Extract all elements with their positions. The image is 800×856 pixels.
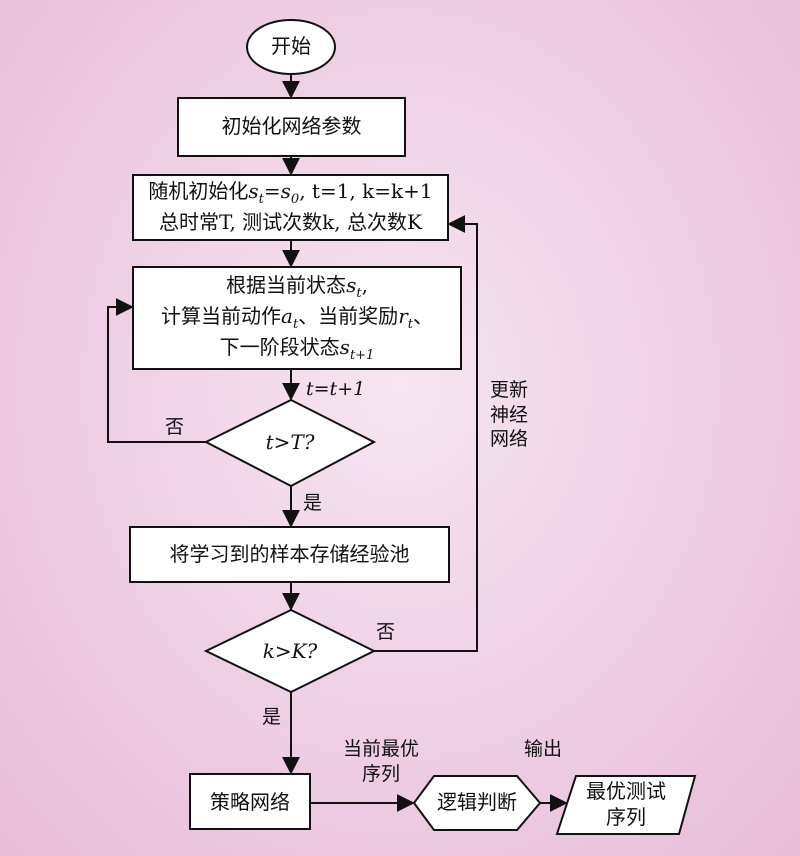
- output-sequence-label: 最优测试 序列: [586, 779, 666, 829]
- policy-network-label: 策略网络: [210, 790, 290, 814]
- init-params-label: 初始化网络参数: [221, 114, 362, 138]
- no-label-k: 否: [376, 621, 396, 643]
- no-label-t: 否: [165, 416, 185, 438]
- arrow-loop-no-t: [107, 298, 206, 443]
- t-increment-label: t=t+1: [306, 378, 366, 400]
- policy-network-box: [189, 773, 311, 830]
- start-label: 开始: [271, 34, 311, 58]
- arrow-loop-no-k: [374, 215, 478, 652]
- update-network-label: 更新 神经 网络: [490, 379, 529, 451]
- init-params-box: [177, 97, 406, 157]
- decision-k-label: k>K?: [262, 639, 318, 663]
- output-label: 输出: [524, 738, 563, 760]
- compute-box: [132, 266, 462, 370]
- random-init-label: 随机初始化st=s0, t=1, k=k+1 总时常T, 测试次数k, 总次数K: [148, 179, 433, 234]
- yes-label-t: 是: [303, 492, 323, 514]
- compute-label: 根据当前状态st, 计算当前动作at、当前奖励rt、 下一阶段状态st+1: [161, 273, 433, 363]
- store-label: 将学习到的样本存储经验池: [169, 542, 410, 566]
- current-best-label: 当前最优 序列: [342, 738, 419, 785]
- logic-label: 逻辑判断: [437, 790, 517, 814]
- output-parallelogram: [555, 775, 697, 835]
- yes-label-k: 是: [262, 706, 282, 728]
- decision-t-label: t>T?: [265, 430, 315, 454]
